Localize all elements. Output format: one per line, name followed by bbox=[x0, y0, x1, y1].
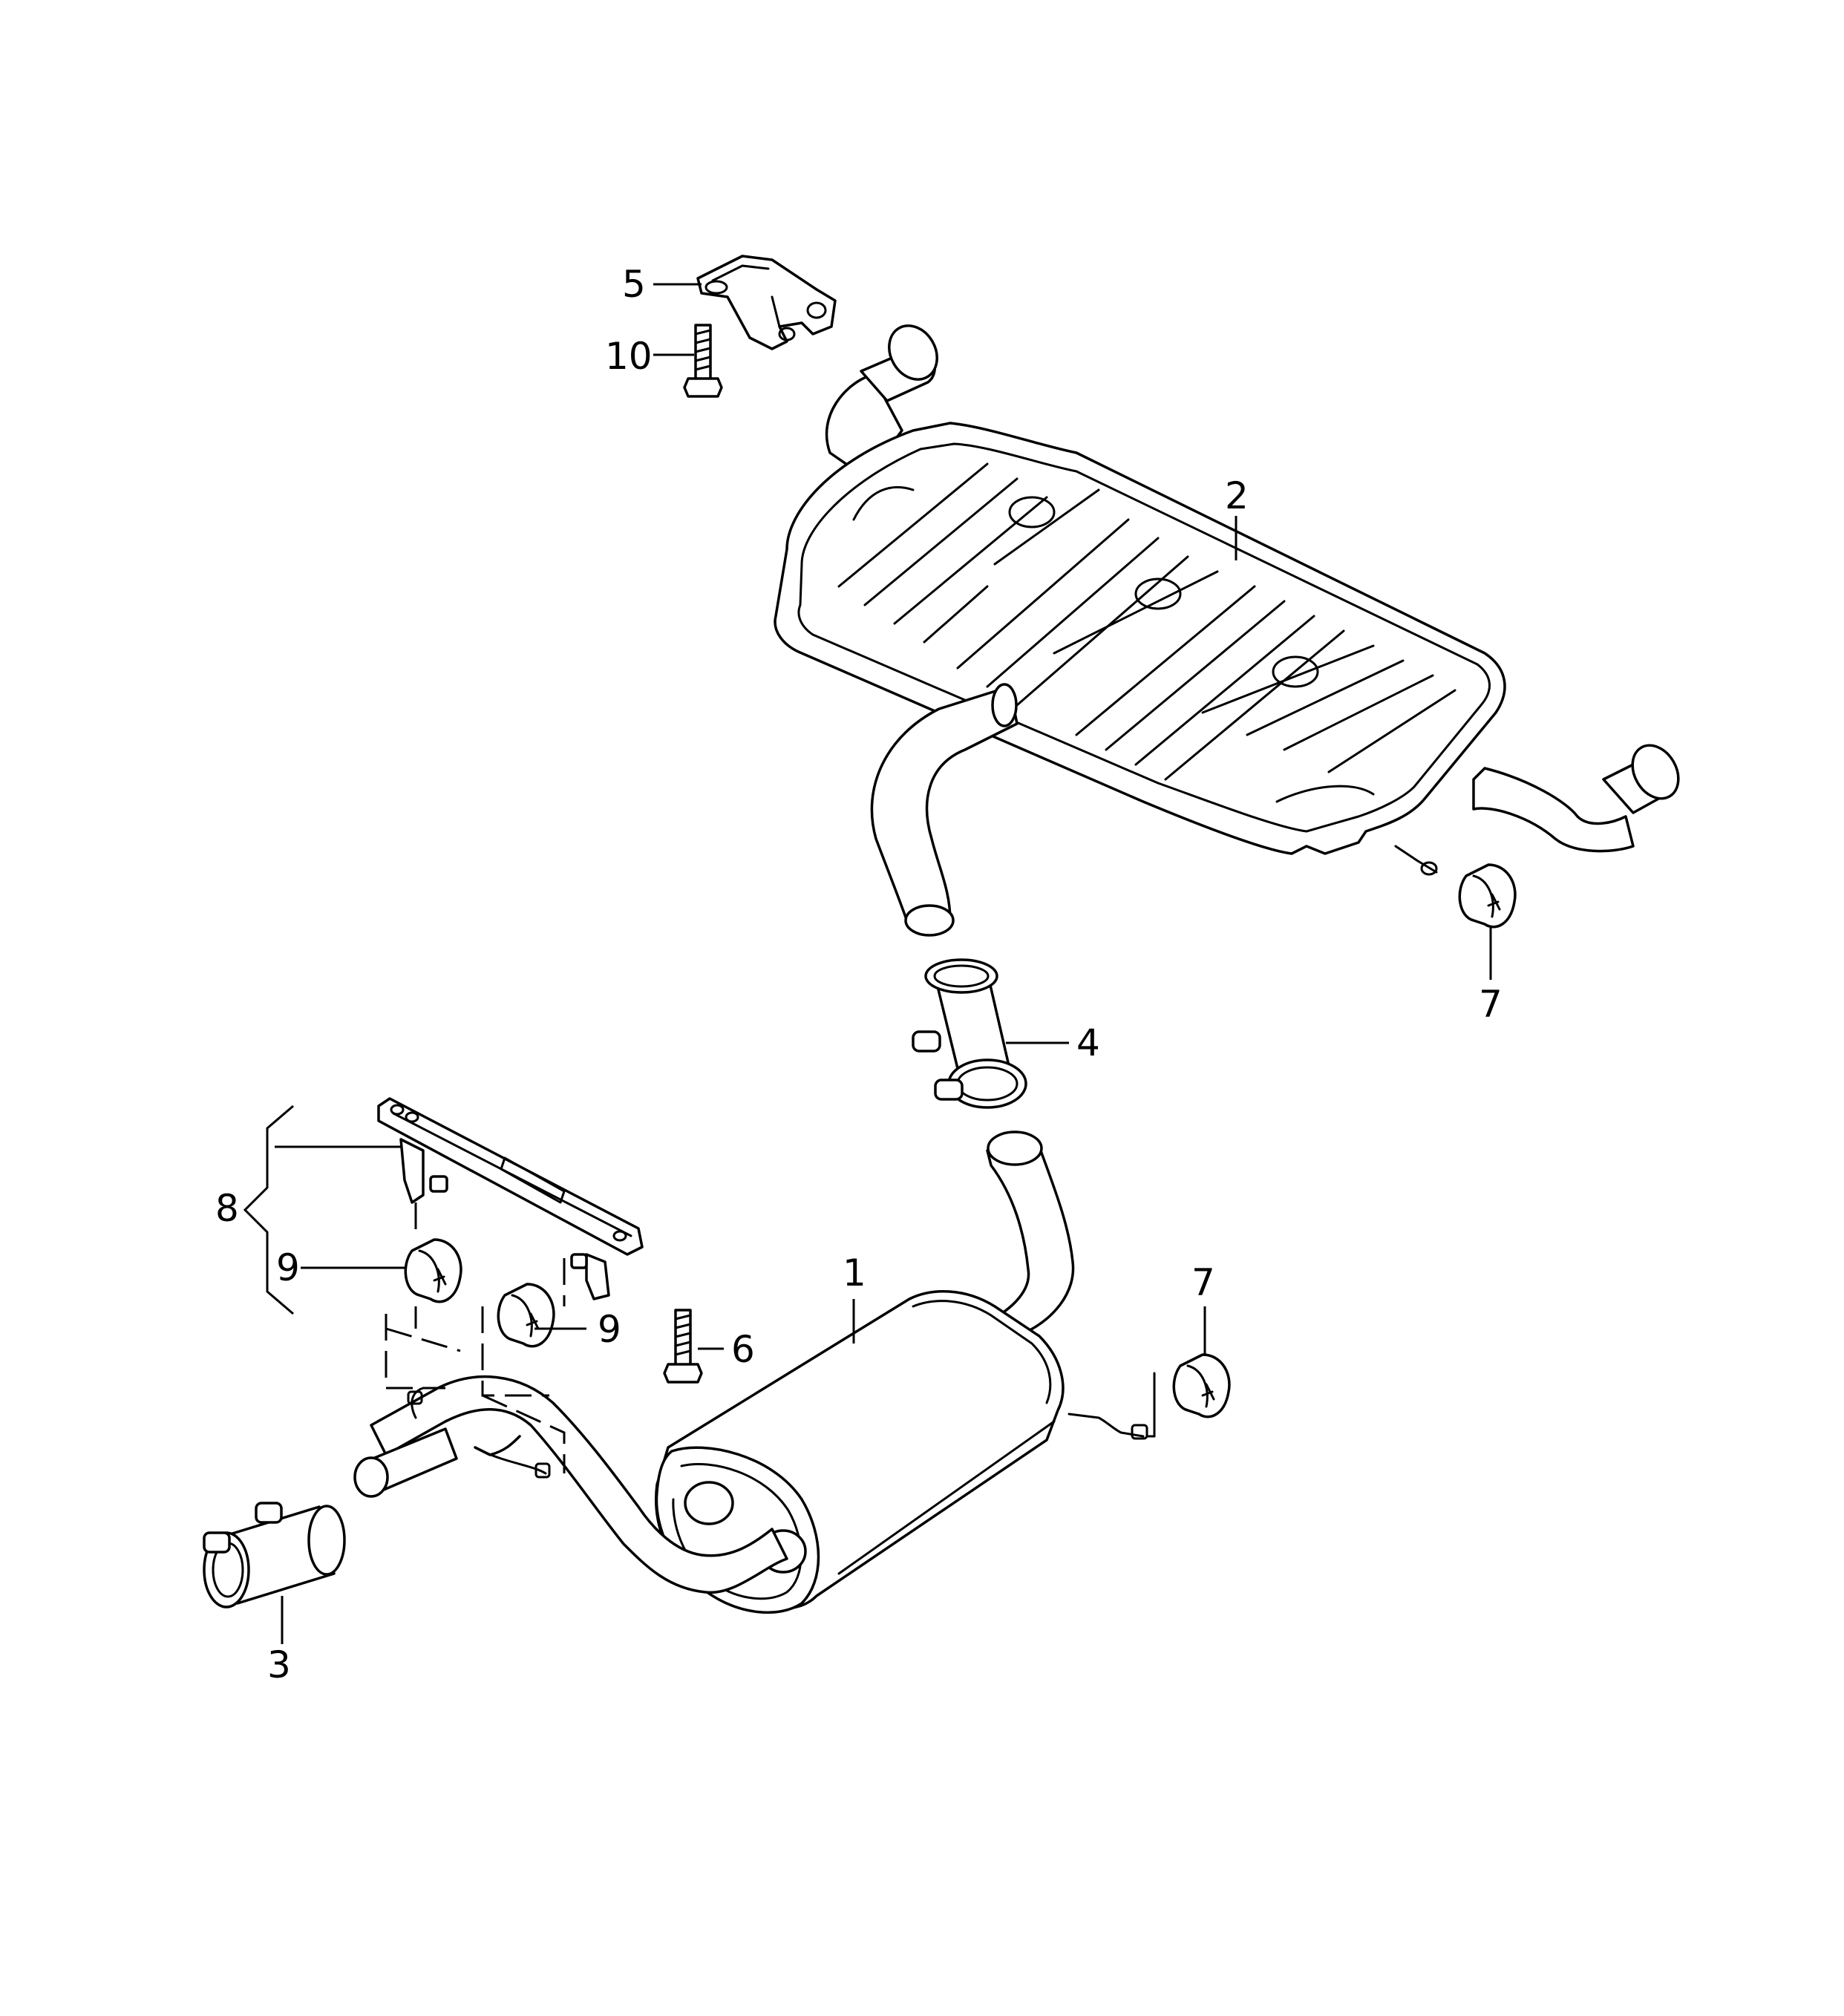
callout-9-right: 9 bbox=[598, 1308, 621, 1351]
callout-8: 8 bbox=[215, 1187, 239, 1230]
callout-5: 5 bbox=[622, 263, 646, 306]
rubber-mount-left-lower[interactable] bbox=[497, 1283, 555, 1348]
callout-6: 6 bbox=[731, 1328, 755, 1371]
callout-2: 2 bbox=[1225, 474, 1249, 517]
callout-labels: 5 10 2 7 4 8 9 1 7 9 6 3 bbox=[215, 263, 1503, 1686]
callout-10: 10 bbox=[605, 335, 653, 378]
rear-silencer[interactable] bbox=[774, 317, 1687, 937]
callout-4: 4 bbox=[1076, 1021, 1100, 1064]
callout-9-left: 9 bbox=[276, 1246, 300, 1289]
callout-7-lower: 7 bbox=[1191, 1261, 1215, 1304]
pipe-clamp-front[interactable] bbox=[203, 1502, 346, 1608]
mounting-bracket-bar[interactable] bbox=[377, 1097, 644, 1300]
middle-silencer[interactable] bbox=[353, 1130, 1148, 1614]
callout-1: 1 bbox=[843, 1251, 866, 1295]
hex-bolt-lower[interactable] bbox=[663, 1309, 703, 1384]
rubber-mount-upper-right[interactable] bbox=[1458, 863, 1517, 929]
pipe-clamp-center[interactable] bbox=[912, 958, 1027, 1109]
callout-3: 3 bbox=[267, 1643, 291, 1686]
support-bracket[interactable] bbox=[696, 255, 837, 350]
callout-7-upper: 7 bbox=[1479, 983, 1503, 1026]
leader-lines bbox=[243, 283, 1492, 1644]
rubber-mount-lower-right[interactable] bbox=[1172, 1353, 1231, 1418]
rubber-mount-left-upper[interactable] bbox=[404, 1238, 462, 1303]
hex-bolt-top[interactable] bbox=[683, 324, 723, 398]
assembly-lines bbox=[385, 1202, 1156, 1473]
